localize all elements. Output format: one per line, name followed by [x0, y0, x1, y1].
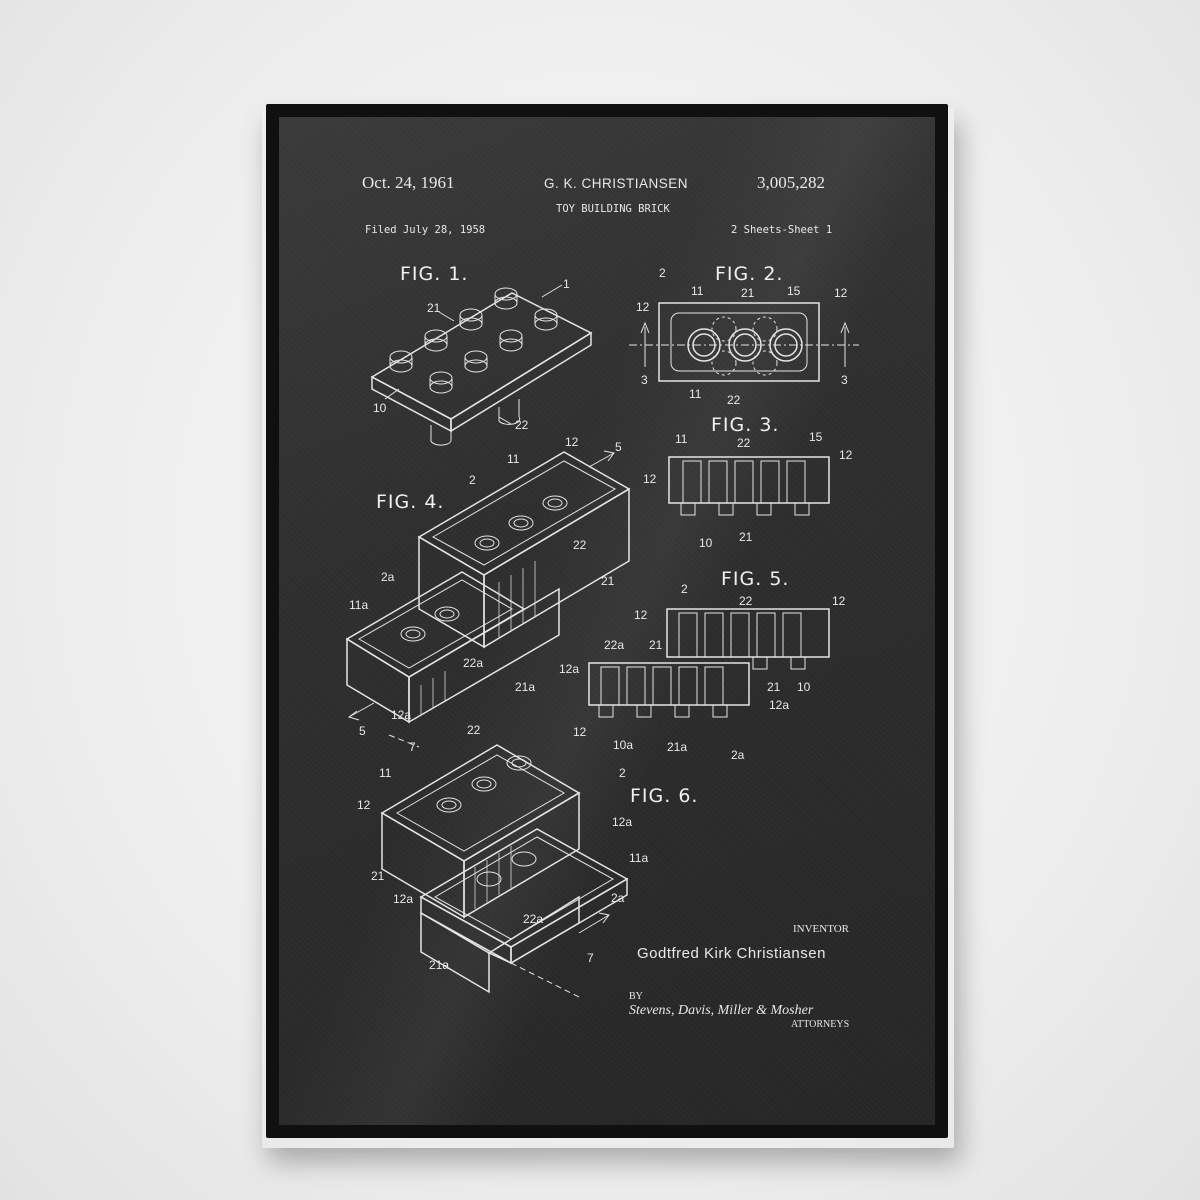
fig1-numeral-1: 1 — [563, 277, 570, 291]
fig3-numeral-12-left: 12 — [643, 472, 657, 486]
fig6-numeral-12a-left: 12a — [393, 892, 413, 906]
fig6-numeral-2a: 2a — [611, 891, 625, 905]
fig2-numeral-22: 22 — [727, 393, 741, 407]
filed-date: Filed July 28, 1958 — [365, 224, 486, 236]
fig3-numeral-11: 11 — [675, 432, 688, 446]
fig6-numeral-7-bottom: 7 — [587, 951, 594, 965]
fig5-numeral-2a: 2a — [731, 748, 745, 762]
fig3-numeral-22: 22 — [737, 436, 751, 450]
fig2-numeral-21: 21 — [741, 286, 755, 300]
inventor-name: Godtfred Kirk Christiansen — [637, 945, 826, 962]
fig6-numeral-22: 22 — [467, 723, 481, 737]
by-label: BY — [629, 991, 643, 1002]
sheet-count: 2 Sheets-Sheet 1 — [731, 224, 833, 236]
attorneys-label: ATTORNEYS — [791, 1019, 850, 1030]
fig5-numeral-12a-left: 12a — [559, 662, 579, 676]
fig2-numeral-12-left: 12 — [636, 300, 650, 314]
inventor-label: INVENTOR — [793, 923, 850, 935]
fig1-numeral-22: 22 — [515, 418, 529, 432]
fig4-numeral-5-bottom: 5 — [359, 724, 366, 738]
fig6-numeral-21: 21 — [371, 869, 385, 883]
fig4-numeral-12: 12 — [565, 435, 579, 449]
fig6-numeral-11: 11 — [379, 766, 392, 780]
patent-date: Oct. 24, 1961 — [362, 173, 455, 192]
fig4-numeral-2a: 2a — [381, 570, 395, 584]
figure-2-drawing: FIG. 2. 3 3 2 11 21 15 12 — [629, 263, 859, 407]
fig4-numeral-22a: 22a — [463, 656, 483, 670]
fig5-numeral-10a: 10a — [613, 738, 633, 752]
fig6-label: FIG. 6. — [630, 785, 698, 807]
figure-5-drawing: FIG. 5. 2 22 12 12 22a 21 — [559, 568, 846, 762]
fig5-numeral-12-right: 12 — [832, 594, 846, 608]
fig4-label: FIG. 4. — [376, 491, 444, 513]
fig6-numeral-12-top: 12 — [573, 725, 587, 739]
fig6-numeral-12a-right: 12a — [612, 815, 632, 829]
fig2-label: FIG. 2. — [715, 263, 783, 285]
fig4-numeral-11: 11 — [507, 452, 520, 466]
inventor-short-name: G. K. CHRISTIANSEN — [544, 176, 689, 191]
fig3-numeral-12-right: 12 — [839, 448, 853, 462]
patent-poster: Oct. 24, 1961 G. K. CHRISTIANSEN 3,005,2… — [279, 117, 935, 1125]
patent-drawings: FIG. 1. — [345, 263, 859, 998]
fig4-numeral-5-top: 5 — [615, 440, 622, 454]
fig6-numeral-12-left: 12 — [357, 798, 371, 812]
figure-6-drawing: FIG. 6. — [357, 723, 698, 998]
fig2-numeral-3-right: 3 — [841, 373, 848, 387]
fig6-numeral-2: 2 — [619, 766, 626, 780]
fig3-numeral-15: 15 — [809, 430, 823, 444]
fig4-numeral-11a: 11a — [349, 598, 368, 612]
fig4-numeral-21: 21 — [601, 574, 615, 588]
attorneys-signature: Stevens, Davis, Miller & Mosher — [629, 1003, 814, 1018]
fig5-label: FIG. 5. — [721, 568, 789, 590]
fig5-numeral-12a-right: 12a — [769, 698, 789, 712]
patent-number: 3,005,282 — [757, 173, 825, 192]
figure-4-drawing: FIG. 4. — [345, 435, 631, 738]
fig4-numeral-12a: 12a — [391, 708, 411, 722]
patent-title: TOY BUILDING BRICK — [556, 203, 670, 215]
fig3-numeral-10: 10 — [699, 536, 713, 550]
fig5-numeral-12-left: 12 — [634, 608, 648, 622]
fig2-numeral-15: 15 — [787, 284, 801, 298]
fig4-numeral-22: 22 — [573, 538, 587, 552]
fig6-numeral-21a: 21a — [429, 958, 449, 972]
fig2-numeral-2: 2 — [659, 266, 666, 280]
fig2-numeral-11-bottom: 11 — [689, 387, 702, 401]
fig4-numeral-2: 2 — [469, 473, 476, 487]
fig2-numeral-11-top: 11 — [691, 284, 704, 298]
fig3-label: FIG. 3. — [711, 414, 779, 436]
fig6-numeral-11a: 11a — [629, 851, 648, 865]
fig5-numeral-21a: 21a — [667, 740, 687, 754]
fig1-label: FIG. 1. — [400, 263, 468, 285]
fig5-numeral-21: 21 — [649, 638, 663, 652]
fig5-numeral-22a: 22a — [604, 638, 624, 652]
fig2-numeral-12-right: 12 — [834, 286, 848, 300]
fig1-numeral-10: 10 — [373, 401, 387, 415]
fig5-numeral-10: 10 — [797, 680, 811, 694]
fig1-numeral-21: 21 — [427, 301, 441, 315]
fig5-numeral-21-lower: 21 — [767, 680, 781, 694]
fig4-numeral-21a: 21a — [515, 680, 535, 694]
fig3-numeral-21: 21 — [739, 530, 753, 544]
fig5-numeral-2: 2 — [681, 582, 688, 596]
fig6-numeral-7-top: 7 — [409, 740, 416, 754]
fig6-numeral-22a: 22a — [523, 912, 543, 926]
figure-1-drawing: FIG. 1. — [370, 263, 593, 446]
figure-3-drawing: FIG. 3. 11 22 15 12 12 10 21 — [643, 414, 853, 550]
fig5-numeral-22: 22 — [739, 594, 753, 608]
fig2-numeral-3-left: 3 — [641, 373, 648, 387]
